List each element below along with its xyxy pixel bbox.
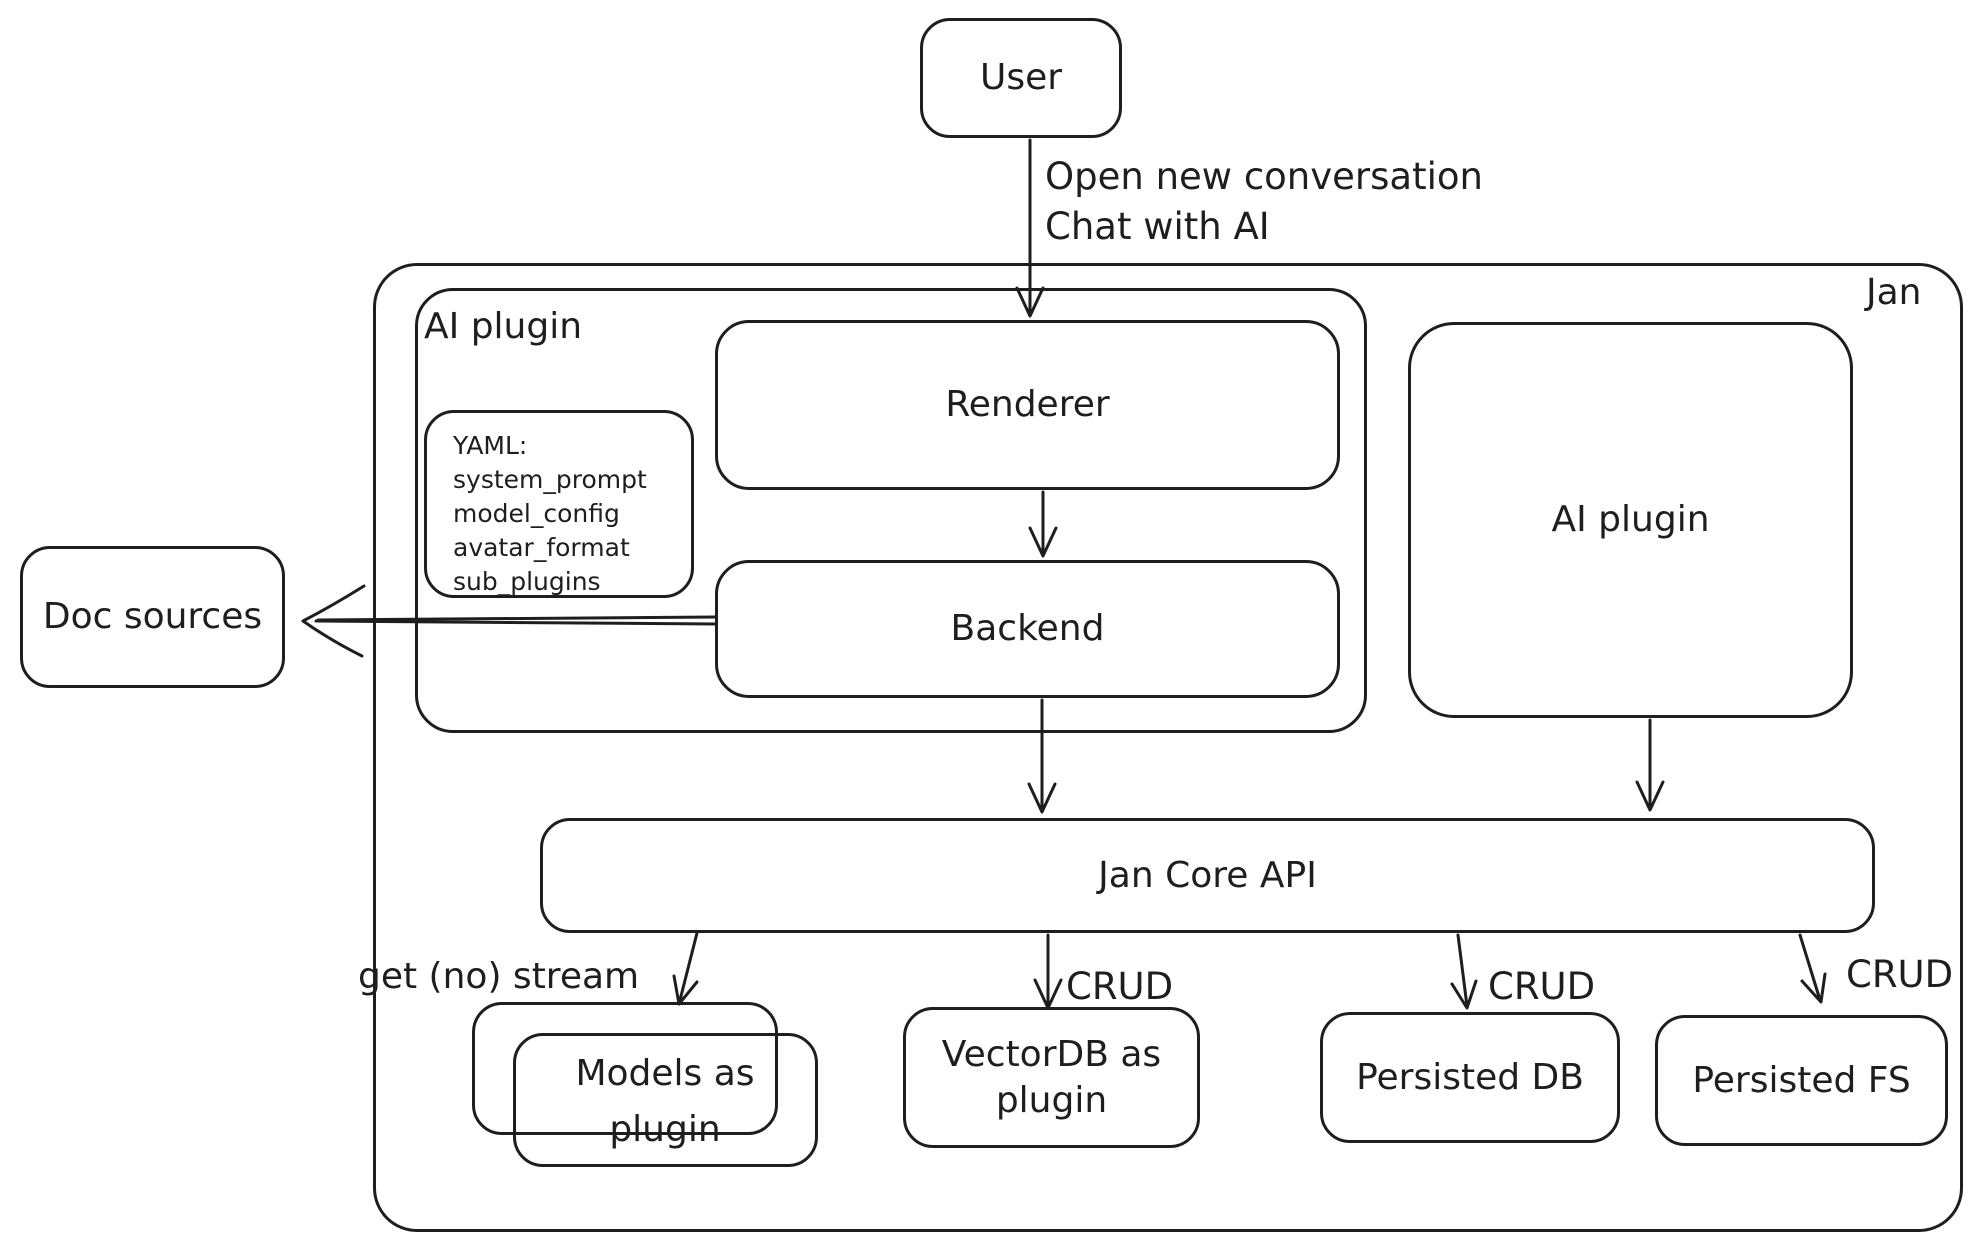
yaml-note: YAML: system_prompt model_config avatar_… [424, 410, 694, 598]
models-as-plugin-front-box [513, 1033, 818, 1167]
persisted-db-label: Persisted DB [1356, 1056, 1584, 1098]
edge-label-get-no-stream: get (no) stream [358, 956, 640, 997]
vectordb-as-plugin-label: VectorDB as plugin [941, 1033, 1162, 1121]
user-label: User [979, 57, 1063, 98]
edge-label-open-conversation-line1: Open new conversation [1045, 155, 1483, 198]
backend-label: Backend [950, 608, 1105, 649]
edge-label-crud-persisted-fs: CRUD [1846, 953, 1954, 996]
vectordb-as-plugin-node: VectorDB as plugin [903, 1007, 1200, 1148]
models-as-plugin-back-box [472, 1002, 778, 1135]
jan-core-api-node: Jan Core API [540, 818, 1875, 933]
edge-label-crud-vectordb: CRUD [1066, 965, 1174, 1008]
jan-container-label: Jan [1866, 272, 1922, 313]
persisted-fs-node: Persisted FS [1655, 1015, 1948, 1146]
renderer-label: Renderer [945, 384, 1110, 425]
yaml-note-line: YAML: [453, 431, 528, 460]
edge-label-open-conversation-line2: Chat with AI [1045, 205, 1270, 248]
ai-plugin-right-node: AI plugin [1408, 322, 1853, 718]
ai-plugin-right-label: AI plugin [1551, 499, 1710, 540]
yaml-note-line: avatar_format [453, 533, 630, 562]
models-as-plugin-label: Models as plugin [575, 1053, 755, 1150]
renderer-node: Renderer [715, 320, 1340, 490]
backend-node: Backend [715, 560, 1340, 698]
yaml-note-line: system_prompt [453, 465, 647, 494]
doc-sources-label: Doc sources [42, 596, 263, 637]
yaml-note-line: model_config [453, 499, 620, 528]
ai-plugin-container [415, 288, 1367, 733]
ai-plugin-container-label: AI plugin [424, 306, 583, 347]
edge-label-crud-persisted-db: CRUD [1488, 965, 1596, 1008]
yaml-note-line: sub_plugins [453, 567, 601, 596]
jan-core-api-label: Jan Core API [1098, 854, 1317, 896]
user-node: User [920, 18, 1122, 138]
persisted-db-node: Persisted DB [1320, 1012, 1620, 1143]
jan-container [373, 263, 1963, 1232]
persisted-fs-label: Persisted FS [1692, 1059, 1911, 1101]
doc-sources-node: Doc sources [20, 546, 285, 688]
